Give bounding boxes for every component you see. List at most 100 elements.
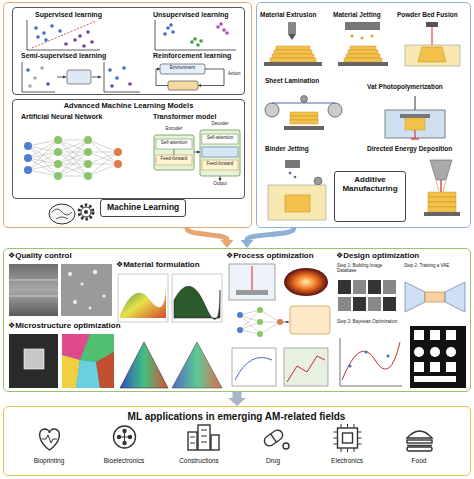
vat-photopolymerization-sketch — [400, 114, 430, 118]
neural-network-sketch — [58, 140, 88, 176]
unsupervised-plot — [199, 39, 203, 43]
microstructure-images — [9, 334, 114, 388]
neural-network-sketch — [84, 160, 92, 168]
process-optimization-sketch — [290, 306, 330, 334]
transformer-sketch — [154, 135, 194, 170]
transformer-sketch — [156, 139, 192, 149]
application-label: Electronics — [331, 457, 363, 464]
design-optimization-sketch — [342, 342, 400, 380]
vat-photopolymerization-sketch — [405, 118, 425, 130]
process-optimization-sketch — [257, 307, 263, 313]
neural-network-sketch — [54, 148, 62, 156]
semi-supervised-sketch — [22, 62, 55, 92]
design-optimization-sketch — [410, 326, 466, 388]
material-formulation-plots — [172, 342, 222, 388]
sheet-lamination-sketch — [265, 96, 342, 131]
application-icons — [407, 447, 432, 451]
material-jetting-sketch — [344, 58, 382, 62]
directed-energy-deposition-sketch — [428, 202, 456, 207]
application-icons — [40, 429, 60, 450]
application-icons — [407, 445, 432, 446]
binder-jetting-sketch — [285, 160, 300, 168]
design-optimization-sketch — [446, 330, 456, 340]
design-optimization-sketch — [430, 347, 440, 357]
process-optimization-sketch — [287, 356, 325, 382]
microstructure-images — [9, 334, 58, 388]
transformer-sketch — [174, 149, 175, 155]
material-extrusion-sketch — [270, 58, 316, 62]
application-icons — [407, 440, 432, 443]
callout-label: Self-attention — [156, 141, 192, 146]
callout-label: Self-attention — [202, 136, 238, 141]
powder-bed-fusion-sketch — [432, 27, 433, 46]
binder-jetting-sketch — [285, 195, 310, 212]
process-label: Binder Jetting — [265, 145, 309, 152]
application-icons — [114, 426, 136, 448]
callout-label: Decoder — [200, 122, 240, 127]
application-heading: ❖Microstructure optimization — [8, 321, 121, 330]
transformer-sketch — [202, 134, 238, 144]
directed-energy-deposition-sketch — [428, 192, 456, 197]
design-optimization-sketch — [338, 280, 351, 294]
unsupervised-plot — [216, 25, 220, 29]
microstructure-images — [24, 349, 44, 369]
application-heading: ❖Quality control — [8, 251, 72, 260]
material-formulation-plots — [120, 285, 166, 318]
panel-label: Machine Learning — [100, 199, 186, 217]
transformer-sketch — [220, 176, 221, 181]
application-icons — [407, 431, 432, 438]
powder-bed-fusion-sketch — [426, 22, 438, 27]
design-optimization-sketch — [340, 338, 402, 386]
semi-supervised-sketch — [128, 82, 132, 86]
quality-control-images — [9, 264, 112, 316]
process-optimization-sketch — [283, 322, 289, 323]
application-label: Bioelectronics — [104, 457, 144, 464]
design-optimization-sketch — [414, 330, 424, 340]
sheet-lamination-sketch — [265, 103, 279, 117]
material-formulation-plots — [118, 274, 222, 388]
semi-supervised-sketch — [104, 62, 140, 92]
brain-gear-icon — [79, 205, 93, 219]
design-optimization-sketch — [446, 362, 456, 372]
binder-jetting-sketch — [294, 176, 297, 179]
material-formulation-plots — [118, 274, 168, 322]
design-optimization-sketch — [365, 351, 368, 354]
neural-network-sketch — [24, 142, 32, 150]
supervised-plot — [73, 38, 77, 42]
application-icons — [338, 428, 358, 448]
semi-supervised-sketch — [33, 76, 37, 80]
neural-network-sketch — [28, 140, 58, 176]
supervised-plot — [44, 38, 48, 42]
application-label: Food — [412, 457, 427, 464]
application-heading: ❖Process optimization — [226, 251, 314, 260]
flow-arrow — [187, 228, 227, 240]
material-extrusion-sketch — [264, 62, 322, 66]
process-optimization-sketch — [252, 266, 253, 290]
design-optimization-sketch — [414, 347, 424, 357]
neural-network-sketch — [114, 160, 122, 168]
material-formulation-plots — [172, 274, 222, 322]
material-jetting-sketch — [361, 37, 364, 40]
unsupervised-plot — [219, 22, 223, 26]
callout-label: Output — [200, 182, 240, 187]
material-jetting-sketch — [371, 35, 374, 38]
process-optimization-sketch — [236, 290, 268, 295]
transformer-sketch — [156, 155, 192, 165]
directed-energy-deposition-sketch — [430, 160, 452, 180]
sheet-lamination-sketch — [328, 103, 342, 117]
design-optimization-sketch — [387, 355, 390, 358]
brain-gear-icon — [56, 217, 68, 219]
learning-type-label: Unsupervised learning — [153, 11, 228, 19]
quality-control-images — [102, 294, 105, 297]
semi-supervised-sketch — [57, 77, 66, 78]
process-label: Powder Bed Fusion — [397, 11, 458, 18]
design-optimization-sketch — [383, 280, 396, 294]
powder-bed-fusion-sketch — [418, 47, 446, 62]
powder-bed-fusion-sketch — [405, 45, 460, 66]
directed-energy-deposition-sketch — [424, 212, 460, 216]
vat-photopolymerization-sketch — [411, 138, 419, 139]
quality-control-images — [61, 264, 112, 316]
sheet-lamination-sketch — [290, 120, 318, 124]
design-optimization-sketch — [368, 280, 381, 294]
